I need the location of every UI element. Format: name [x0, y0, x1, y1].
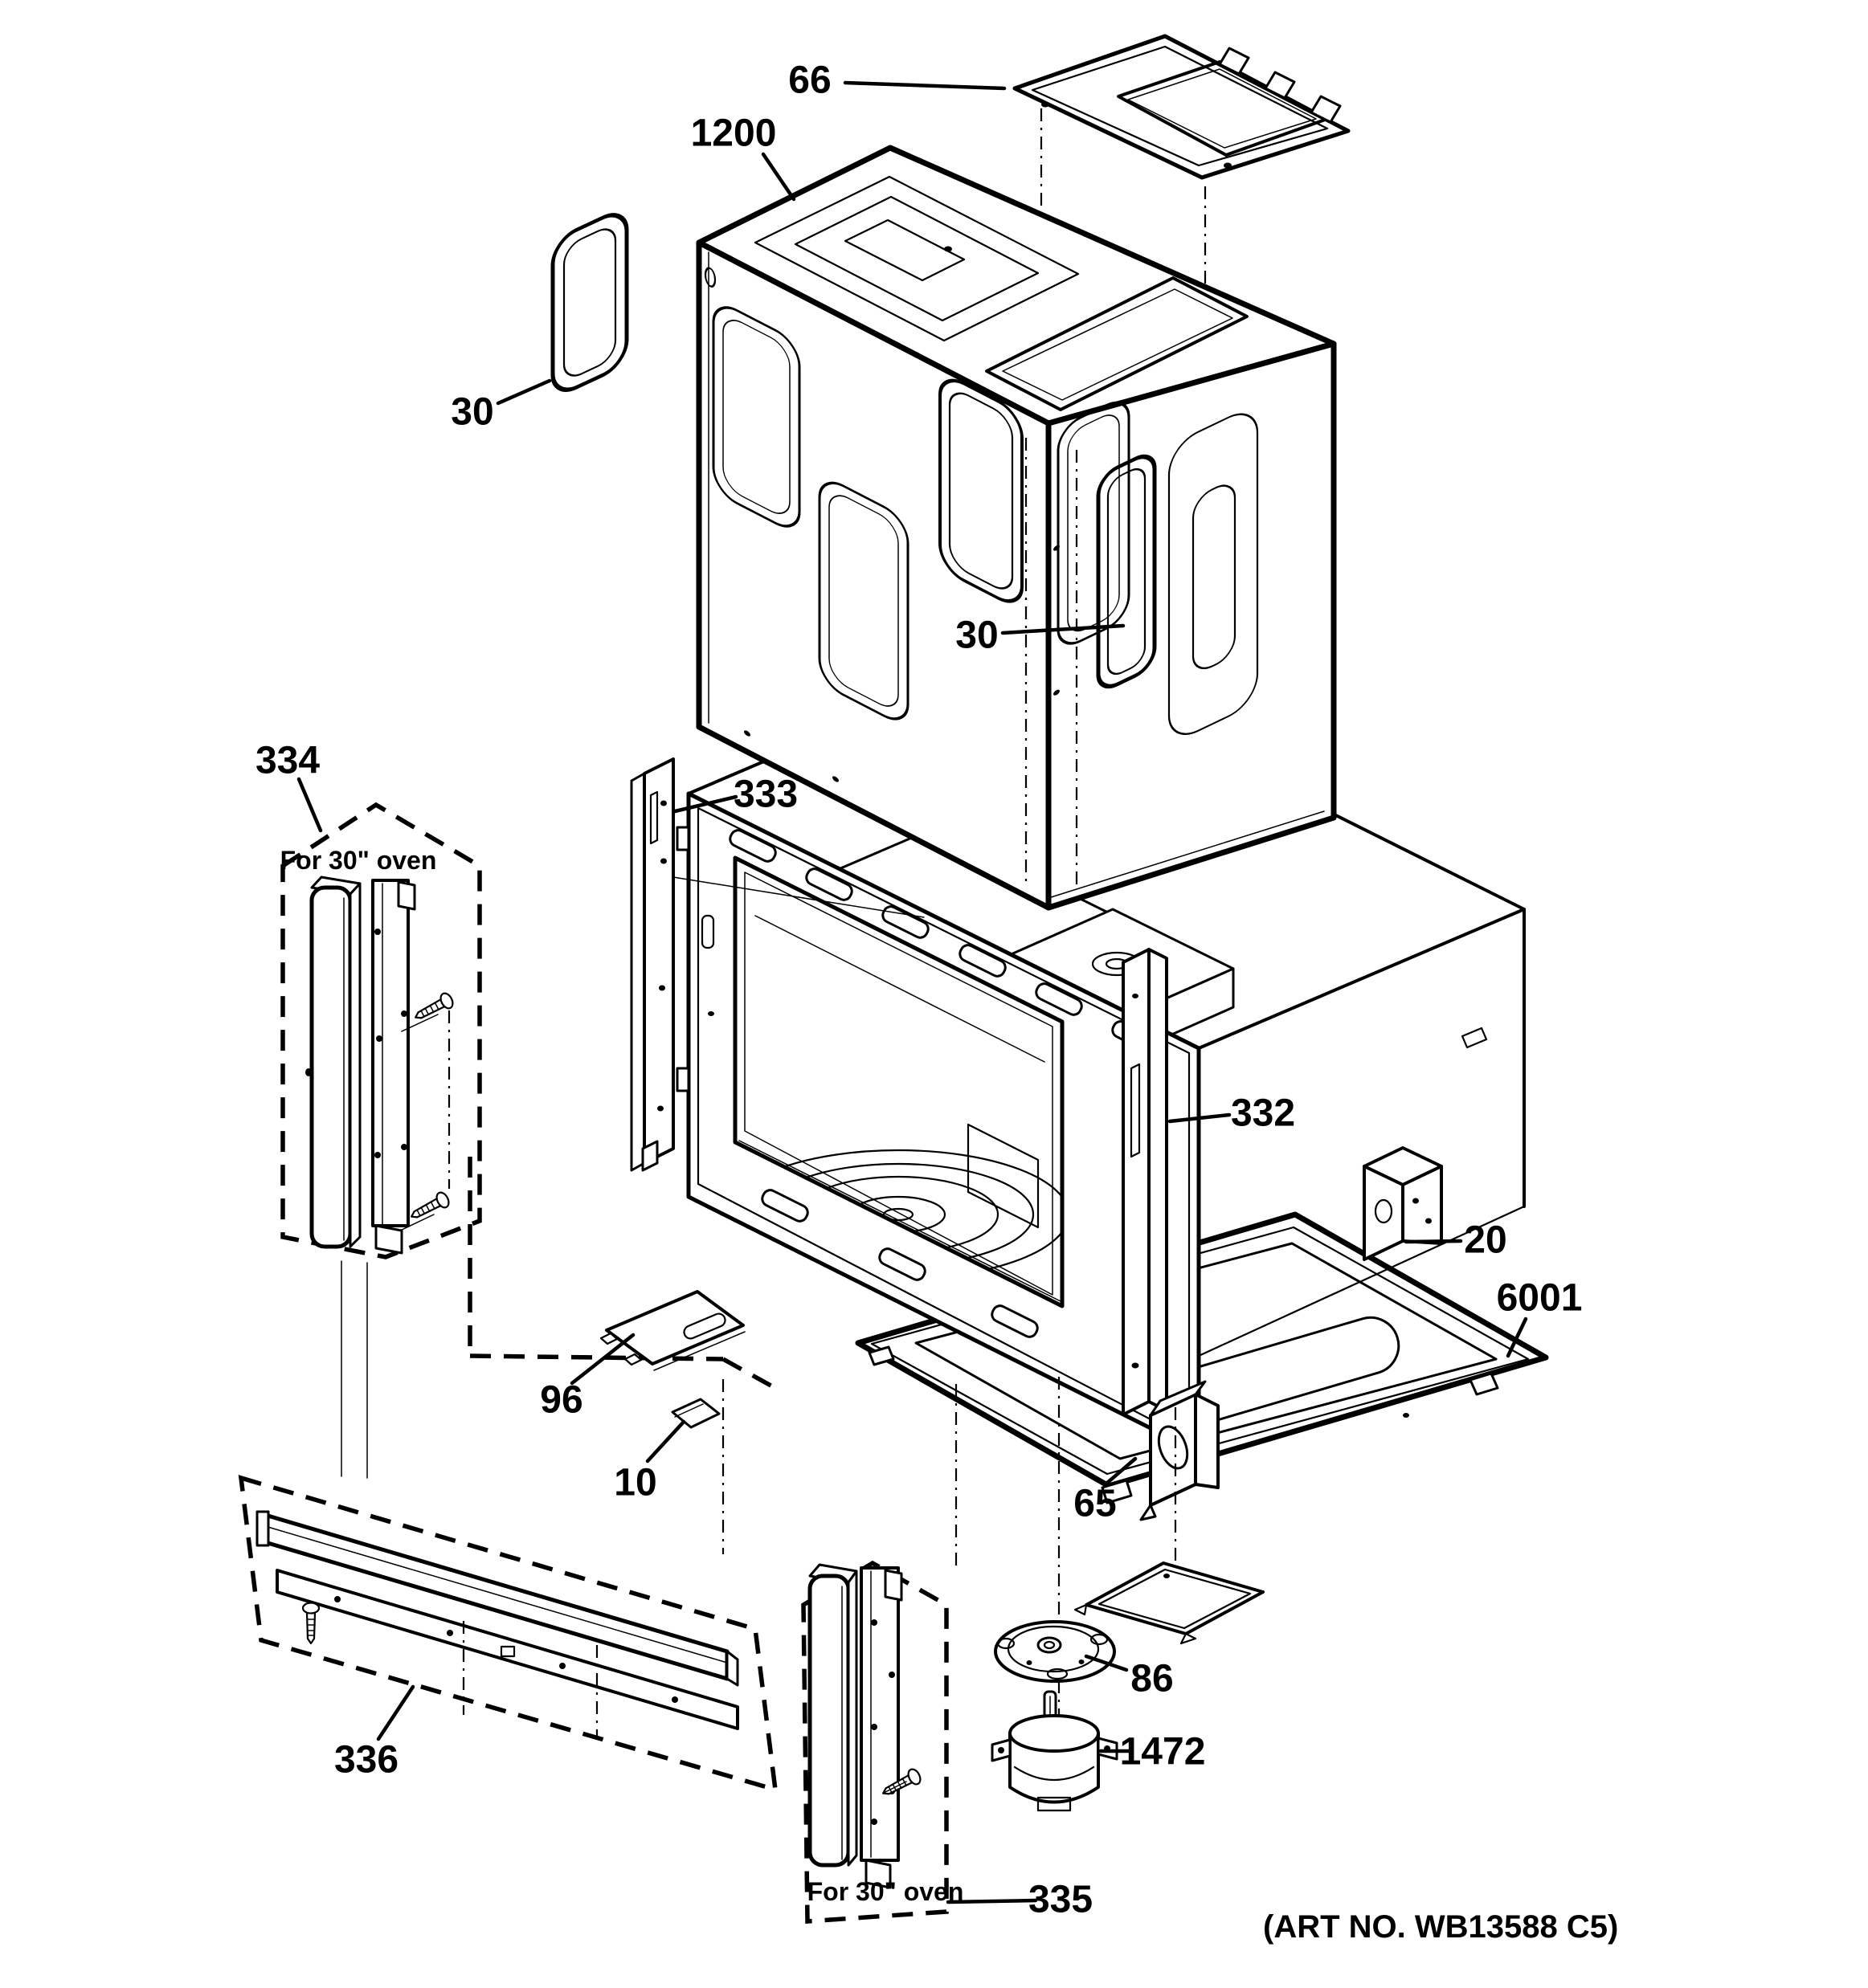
callout-20: 20	[1464, 1219, 1506, 1262]
trim-strip-bracket	[371, 879, 416, 1255]
cover-tab	[1218, 47, 1250, 76]
frame-tab	[676, 1067, 690, 1092]
bracket-20	[1363, 1146, 1443, 1261]
left-panel-window	[938, 378, 1024, 603]
window-gasket-30-left	[550, 213, 629, 392]
trim-strip-channel	[305, 876, 362, 1249]
callout-65: 65	[1073, 1483, 1116, 1525]
cover-tab	[1310, 95, 1342, 124]
bracket-332	[1122, 948, 1168, 1416]
bracket-333	[630, 757, 925, 1172]
side-vent-mesh	[967, 1123, 1040, 1229]
left-panel-embossing	[704, 267, 1024, 782]
callout-86: 86	[1130, 1658, 1173, 1700]
callout-1200: 1200	[691, 112, 777, 155]
window-gasket-mounted-30	[1057, 401, 1130, 645]
top-emboss-outer	[754, 175, 1080, 342]
insulator-card-10	[671, 1398, 721, 1429]
callout-334: 334	[255, 740, 320, 782]
cover-plate-96	[599, 1290, 746, 1371]
callout-66: 66	[788, 59, 831, 102]
door-opening	[733, 855, 1065, 1308]
trim-bar-bracket	[276, 1569, 739, 1730]
callout-30-left: 30	[451, 391, 493, 434]
callout-6001: 6001	[1497, 1277, 1583, 1320]
trim-kit-335	[801, 1560, 949, 1924]
oven-cavity-assembly	[676, 653, 1526, 1455]
cover-tab	[1264, 71, 1296, 100]
turntable-coupler-86	[994, 1620, 1116, 1683]
trim-strip-bracket	[860, 1566, 903, 1889]
motor-cover-plate	[1073, 1561, 1265, 1645]
turntable-motor-1472	[991, 1690, 1118, 1812]
trim-strip-channel	[807, 1563, 858, 1868]
callout-10: 10	[614, 1462, 656, 1504]
callout-335: 335	[1028, 1879, 1093, 1921]
note-for-30-oven-top: For 30" oven	[280, 846, 437, 875]
callout-333: 333	[734, 774, 798, 816]
bracket-65	[1139, 1380, 1220, 1521]
right-panel-details	[1053, 401, 1259, 736]
trim-kit-334	[280, 802, 482, 1259]
top-cover-plate-66	[1012, 34, 1351, 180]
note-for-30-oven-bottom: For 30" oven	[807, 1877, 964, 1906]
construction-lines-front	[1024, 438, 1078, 890]
trim-kit-336	[238, 1475, 779, 1793]
frame-tab	[676, 826, 690, 851]
wrapper-1200	[696, 145, 1337, 911]
screw-icon	[301, 1602, 321, 1645]
screw-icon	[407, 1190, 452, 1225]
top-cutout	[985, 276, 1249, 411]
callout-96: 96	[540, 1379, 582, 1422]
top-emboss-slot	[844, 218, 966, 282]
window-gasket-loose-30	[1096, 454, 1157, 689]
top-emboss-inner	[794, 195, 1040, 322]
callout-1472: 1472	[1120, 1731, 1206, 1774]
callout-336: 336	[334, 1739, 399, 1782]
callouts: 66 1200 30 30 334 For 30" oven 333 332 2…	[255, 59, 1618, 1945]
callout-30-right: 30	[955, 614, 998, 657]
callout-332: 332	[1231, 1092, 1295, 1135]
art-number: (ART NO. WB13588 C5)	[1263, 1909, 1618, 1945]
trim-bar-channel	[255, 1510, 739, 1687]
